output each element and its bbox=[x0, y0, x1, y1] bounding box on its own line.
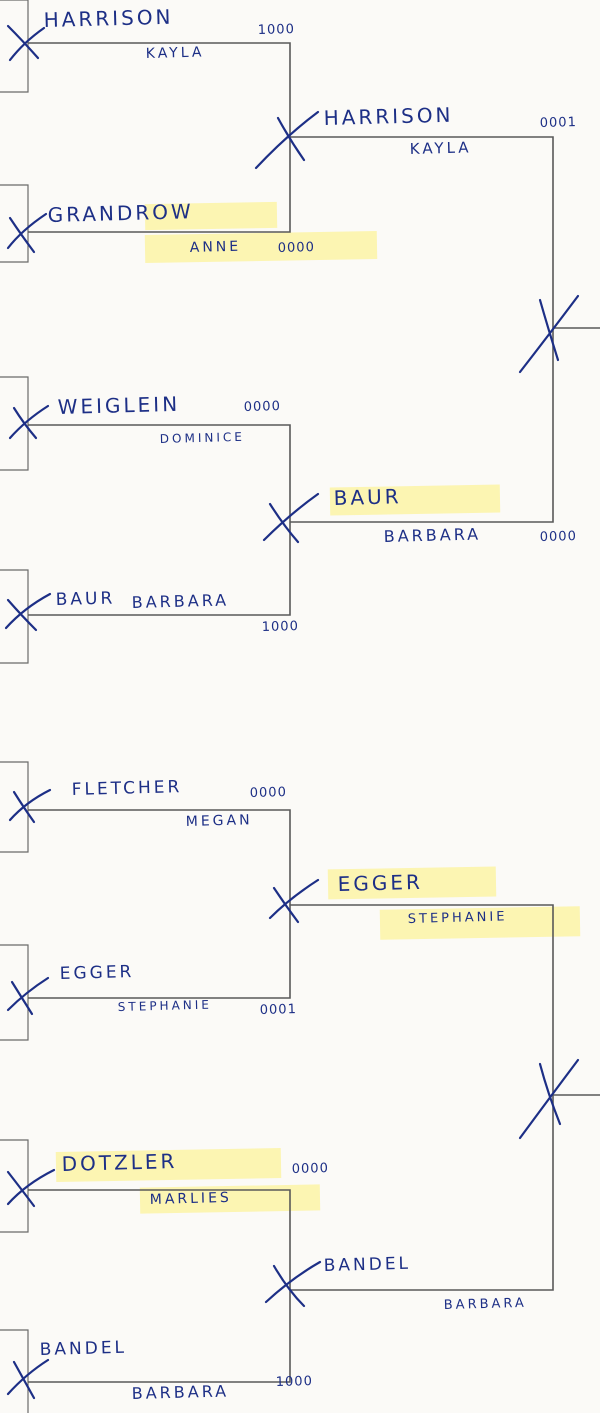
cross-mark-icon bbox=[518, 1058, 580, 1140]
r2-entry1-surname: HARRISON bbox=[323, 102, 454, 130]
highlight-anne bbox=[144, 230, 378, 264]
highlight-stephanie-r2 bbox=[379, 906, 581, 940]
r2-entry4-surname: BANDEL bbox=[323, 1253, 412, 1276]
r1-entry3-firstname: DOMINICE bbox=[159, 429, 246, 446]
highlighter-marks bbox=[55, 201, 581, 1214]
cross-mark-icon bbox=[6, 24, 46, 62]
r1-entry6-score: 0001 bbox=[259, 1002, 298, 1018]
r2-entry3-surname: EGGER bbox=[337, 869, 424, 896]
cross-mark-icon bbox=[6, 1168, 56, 1208]
r1-entry1-firstname: KAYLA bbox=[145, 44, 205, 62]
r1-entry5-firstname: MEGAN bbox=[185, 812, 253, 830]
highlight-baur-r2 bbox=[329, 484, 501, 516]
cross-mark-icon bbox=[8, 788, 52, 824]
r1-entry6-firstname: STEPHANIE bbox=[117, 997, 213, 1014]
r1-entry1-surname: HARRISON bbox=[43, 4, 174, 33]
r1-entry7-firstname: MARLIES bbox=[149, 1189, 233, 1208]
r1-entry2-surname: GRANDROW bbox=[47, 199, 194, 227]
cross-mark-icon bbox=[518, 294, 580, 374]
r1-entry8-surname: BANDEL bbox=[39, 1337, 128, 1360]
r1-entry1-score: 1000 bbox=[257, 22, 296, 38]
cross-mark-icon bbox=[264, 1260, 322, 1308]
r1-entry2-firstname: ANNE bbox=[189, 238, 242, 256]
cross-mark-icon bbox=[268, 878, 320, 924]
r1-entry3-surname: WEIGLEIN bbox=[57, 391, 181, 419]
cross-mark-icon bbox=[254, 110, 320, 170]
r2-entry3-firstname: STEPHANIE bbox=[407, 909, 508, 927]
cross-mark-icon bbox=[262, 492, 320, 544]
r1-entry4-surname: BAUR bbox=[55, 588, 116, 610]
bracket-lines-round3 bbox=[553, 327, 600, 1096]
r1-entry8-firstname: BARBARA bbox=[131, 1381, 230, 1403]
highlight-dotzler bbox=[55, 1148, 282, 1182]
cross-mark-icon bbox=[6, 1358, 50, 1400]
r1-entry2-score: 0000 bbox=[277, 240, 316, 256]
r1-entry4-firstname: BARBARA bbox=[131, 590, 230, 612]
entry-boxes bbox=[0, 0, 29, 1413]
cross-marks bbox=[4, 24, 580, 1400]
r2-entry2-firstname: BARBARA bbox=[383, 524, 482, 546]
r2-entry2-score: 0000 bbox=[539, 529, 578, 545]
r1-entry8-score: 1000 bbox=[275, 1374, 314, 1390]
bracket-lines-round1 bbox=[28, 42, 291, 1383]
cross-mark-icon bbox=[6, 976, 50, 1016]
cross-mark-icon bbox=[8, 404, 50, 440]
r2-entry1-score: 0001 bbox=[539, 115, 578, 131]
r1-entry5-score: 0000 bbox=[249, 785, 288, 801]
r1-entry7-score: 0000 bbox=[291, 1161, 330, 1177]
cross-mark-icon bbox=[6, 212, 48, 254]
r2-entry1-firstname: KAYLA bbox=[409, 138, 472, 158]
highlight-egger-r2 bbox=[327, 866, 497, 900]
cross-mark-icon bbox=[4, 592, 52, 632]
r1-entry6-surname: EGGER bbox=[59, 962, 135, 984]
r1-entry4-score: 1000 bbox=[261, 619, 300, 635]
r2-entry4-firstname: BARBARA bbox=[443, 1295, 528, 1313]
r1-entry5-surname: FLETCHER bbox=[71, 777, 183, 800]
bracket-lines-round2 bbox=[290, 136, 554, 1291]
r1-entry7-surname: DOTZLER bbox=[61, 1148, 178, 1176]
highlight-grandrow bbox=[144, 201, 278, 231]
r1-entry3-score: 0000 bbox=[243, 399, 282, 415]
highlight-marlies bbox=[139, 1184, 321, 1214]
r2-entry2-surname: BAUR bbox=[333, 484, 402, 510]
